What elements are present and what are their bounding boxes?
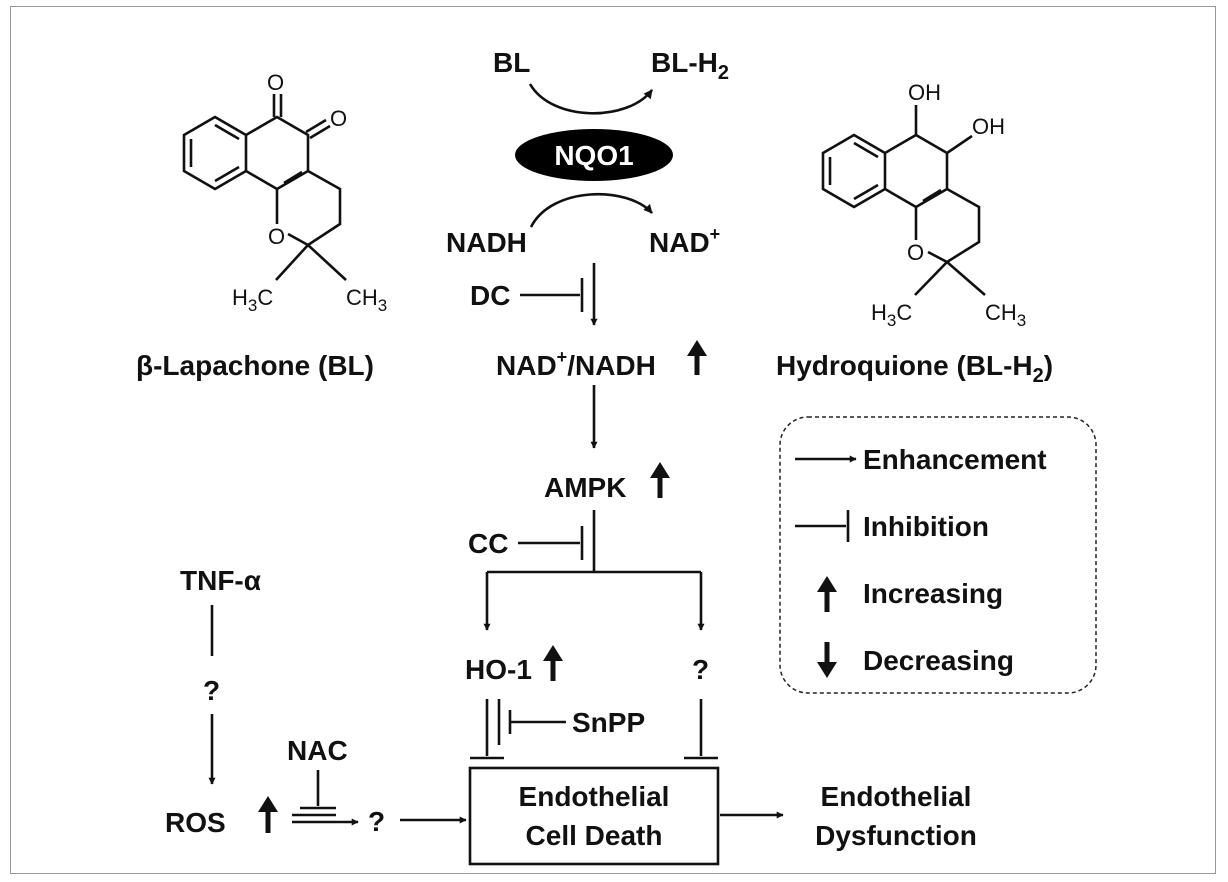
carbonyl-oxygen-2: O — [330, 106, 347, 131]
hydroxyl-1: OH — [908, 80, 941, 105]
nqo1-label: NQO1 — [554, 140, 633, 171]
ros-increase-arrow-icon — [258, 796, 278, 833]
ratio-increase-arrow-icon — [687, 340, 707, 375]
ho1-increase-arrow-icon — [543, 645, 563, 681]
nac-label: NAC — [287, 735, 348, 766]
nadh-label: NADH — [446, 227, 527, 258]
legend-increasing-label: Increasing — [863, 578, 1003, 609]
tnf-unknown-label: ? — [203, 675, 220, 706]
legend-decreasing-arrow-icon — [817, 642, 837, 678]
cell-death-line1: Endothelial — [519, 781, 670, 812]
dysfunction-line2: Dysfunction — [815, 820, 977, 851]
ring-oxygen: O — [268, 224, 285, 249]
methyl-right-hq: CH3 — [985, 300, 1026, 330]
dc-label: DC — [470, 280, 510, 311]
legend-inhibition-label: Inhibition — [863, 511, 989, 542]
legend-enhancement-label: Enhancement — [863, 444, 1047, 475]
legend-box — [779, 416, 1097, 694]
bl-h2-label: BL-H2 — [651, 47, 729, 84]
ros-label: ROS — [165, 807, 226, 838]
unknown-right-label: ? — [692, 654, 709, 685]
beta-lapachone-label: β-Lapachone (BL) — [136, 350, 374, 381]
legend-increasing-arrow-icon — [817, 576, 837, 612]
ho1-label: HO-1 — [465, 654, 532, 685]
ampk-increase-arrow-icon — [650, 462, 670, 498]
tnf-alpha-label: TNF-α — [180, 565, 261, 596]
methyl-left-hq: H3C — [871, 300, 912, 330]
dysfunction-line1: Endothelial — [821, 781, 972, 812]
methyl-right: CH3 — [346, 285, 387, 315]
nqo1-ellipse — [515, 129, 673, 181]
methyl-left: H3C — [232, 285, 273, 315]
nad-ratio-label: NAD+/NADH — [496, 347, 656, 381]
hydroquinone-structure — [821, 105, 986, 296]
ros-unknown-label: ? — [368, 806, 385, 837]
hydroxyl-2: OH — [972, 114, 1005, 139]
legend-decreasing-label: Decreasing — [863, 645, 1014, 676]
nad-plus-label: NAD+ — [649, 224, 720, 258]
cc-label: CC — [468, 528, 508, 559]
nadh-oxidation-arrow — [529, 192, 653, 228]
cell-death-line2: Cell Death — [526, 820, 663, 851]
beta-lapachone-structure — [182, 94, 347, 281]
cell-death-box — [468, 766, 720, 866]
bl-label: BL — [493, 47, 530, 78]
figure-frame — [10, 6, 1216, 874]
carbonyl-oxygen-1: O — [267, 70, 284, 95]
bl-reduction-arrow — [528, 83, 654, 115]
ring-oxygen-hq: O — [907, 240, 924, 265]
hydroquinone-label: Hydroquione (BL-H2) — [776, 350, 1053, 387]
snpp-label: SnPP — [572, 707, 645, 738]
ampk-label: AMPK — [544, 472, 626, 503]
